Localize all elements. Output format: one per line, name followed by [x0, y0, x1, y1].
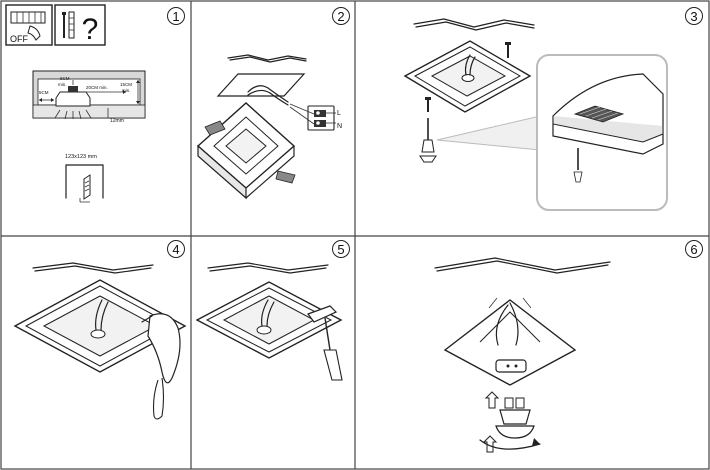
panel-1-preparation: OFF ? [5, 4, 146, 203]
spring-clip-right [275, 170, 296, 184]
svg-text:12mm: 12mm [110, 118, 124, 124]
frame-top-view [403, 40, 532, 113]
installed-frame [443, 297, 577, 386]
power-switch-icon: OFF [5, 4, 53, 46]
zoom-callout [536, 54, 668, 211]
cable [247, 85, 289, 103]
step-number-1: 1 [167, 7, 185, 25]
svg-text:6CM: 6CM [60, 76, 70, 81]
step-number-3: 3 [685, 7, 703, 25]
svg-text:min.: min. [122, 88, 131, 93]
svg-text:15CM: 15CM [120, 82, 132, 87]
spring-clip-left [204, 120, 226, 136]
svg-text:20CM min.: 20CM min. [86, 85, 108, 90]
sealant-tube-icon [141, 313, 181, 420]
panel-3-fixing [403, 18, 668, 211]
step-number-5: 5 [332, 240, 350, 258]
paint-brush-icon [307, 305, 343, 381]
panel-5-painting [195, 262, 343, 381]
svg-text:min.: min. [58, 82, 67, 87]
terminal-block: L N [289, 103, 342, 131]
screw-icon [425, 97, 431, 112]
step-number-2: 2 [332, 7, 350, 25]
step-number-6: 6 [685, 240, 703, 258]
svg-text:5: 5 [337, 242, 344, 257]
screw-wall-plug-box: ? [54, 4, 106, 46]
question-icon: ? [82, 13, 99, 46]
arrow-up-icon [484, 391, 500, 409]
downlight-frame [196, 102, 296, 200]
frame-top-view [195, 281, 343, 359]
step-number-4: 4 [167, 240, 185, 258]
svg-text:5CM: 5CM [39, 90, 49, 95]
svg-text:6: 6 [690, 242, 697, 257]
panel-4-filling [13, 262, 187, 420]
ceiling-clearance-diagram: 5CM 6CM min. 20CM min. 15CM min. 12mm [32, 70, 146, 124]
ceiling-cutout-template: 123x123 mm [65, 154, 104, 203]
wall-plug-icon [68, 11, 75, 39]
svg-text:3: 3 [690, 9, 697, 24]
svg-text:L: L [337, 110, 341, 117]
screwdriver-icon [419, 118, 437, 163]
gu10-bulb-icon [495, 397, 535, 439]
svg-text:2: 2 [337, 9, 344, 24]
svg-text:4: 4 [172, 242, 179, 257]
rotate-arrow-icon [479, 438, 541, 450]
spring-clip-detail [573, 105, 625, 123]
screw-icon [573, 148, 583, 183]
svg-text:123x123 mm: 123x123 mm [65, 154, 97, 160]
panel-6-lamp-insertion [434, 257, 611, 453]
svg-text:N: N [337, 123, 342, 130]
svg-text:OFF: OFF [10, 34, 28, 44]
screw-icon [505, 42, 511, 58]
screw-icon [62, 12, 66, 38]
svg-text:1: 1 [172, 9, 179, 24]
panel-2-wiring: L N [196, 54, 342, 200]
